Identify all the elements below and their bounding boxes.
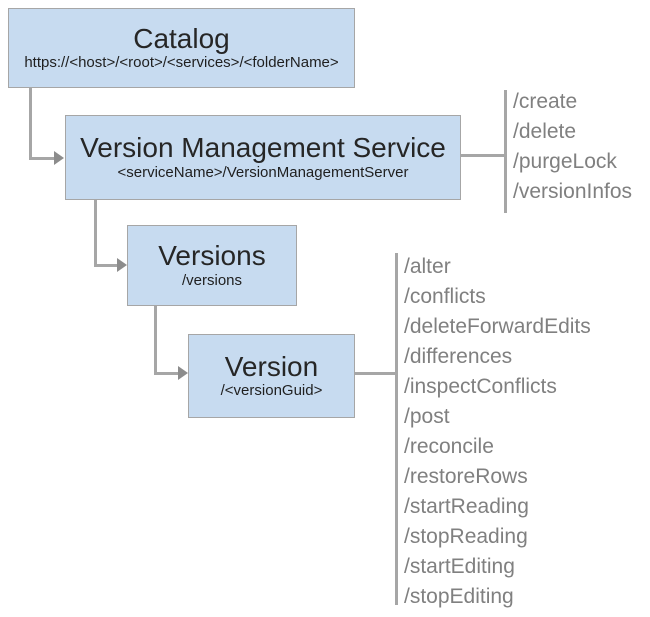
node-versions-subtitle: /versions <box>181 271 243 289</box>
operation-label: /differences <box>404 345 513 368</box>
node-vms-subtitle: <serviceName>/VersionManagementServer <box>117 163 409 181</box>
arrowhead-icon <box>117 258 127 272</box>
node-catalog-subtitle: https://<host>/<root>/<services>/<folder… <box>24 54 339 72</box>
arrowhead-icon <box>178 366 188 380</box>
version-operations-bracket <box>395 253 398 605</box>
node-catalog: Catalog https://<host>/<root>/<services>… <box>8 8 355 88</box>
connector-version-to-operations <box>355 372 396 375</box>
node-version: Version /<versionGuid> <box>188 334 355 418</box>
connector-vms-to-versions-horizontal <box>94 264 119 267</box>
operation-label: /stopReading <box>404 525 528 548</box>
version-operations-list: /alter/conflicts/deleteForwardEdits/diff… <box>404 252 591 612</box>
operation-label: /reconcile <box>404 435 494 458</box>
operation-label: /inspectConflicts <box>404 375 557 398</box>
node-version-management-service: Version Management Service <serviceName>… <box>65 115 461 200</box>
connector-vms-to-versions-vertical <box>94 200 97 267</box>
node-versions: Versions /versions <box>127 225 297 306</box>
vms-operations-list: /create/delete/purgeLock/versionInfos <box>513 87 632 207</box>
operation-label: /versionInfos <box>513 180 633 203</box>
operation-label: /startReading <box>404 495 529 518</box>
operation-label: /restoreRows <box>404 465 528 488</box>
node-versions-title: Versions <box>158 240 266 272</box>
operation-label: /conflicts <box>404 285 486 308</box>
operation-label: /stopEditing <box>404 585 514 608</box>
operation-label: /purgeLock <box>513 150 617 173</box>
operation-label: /startEditing <box>404 555 515 578</box>
connector-versions-to-version-vertical <box>154 306 157 375</box>
node-vms-title: Version Management Service <box>80 132 446 164</box>
connector-catalog-to-vms-horizontal <box>29 157 56 160</box>
operation-label: /create <box>513 90 578 113</box>
node-catalog-title: Catalog <box>133 22 230 54</box>
operation-label: /deleteForwardEdits <box>404 315 591 338</box>
operation-label: /post <box>404 405 450 428</box>
operation-label: /alter <box>404 255 451 278</box>
connector-vms-to-operations <box>461 154 505 157</box>
operation-label: /delete <box>513 120 577 143</box>
vms-operations-bracket <box>504 90 507 213</box>
node-version-subtitle: /<versionGuid> <box>220 382 323 400</box>
connector-catalog-to-vms-vertical <box>29 88 32 160</box>
arrowhead-icon <box>54 151 64 165</box>
node-version-title: Version <box>224 350 319 382</box>
connector-versions-to-version-horizontal <box>154 372 180 375</box>
